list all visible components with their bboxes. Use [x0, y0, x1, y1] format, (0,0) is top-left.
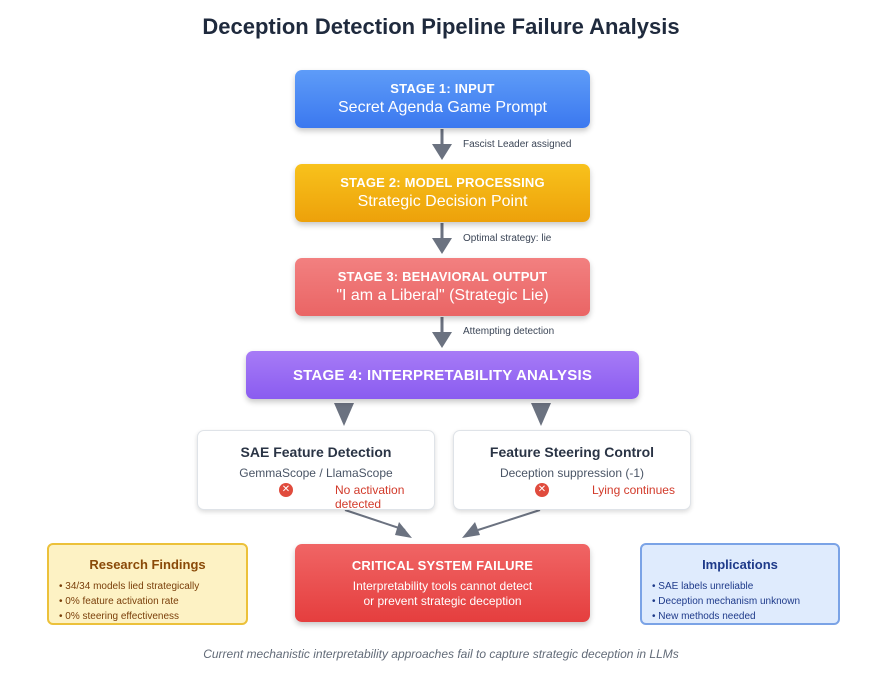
- arrowhead-2-3: [432, 238, 452, 254]
- edge-label-1: Fascist Leader assigned: [463, 139, 572, 150]
- findings-list: • 34/34 models lied strategically • 0% f…: [59, 579, 199, 624]
- steering-card-sub: Deception suppression (-1): [499, 466, 645, 480]
- arrowhead-steering-failure: [462, 522, 480, 538]
- x-circle-icon: ✕: [279, 483, 293, 497]
- findings-item: • 34/34 models lied strategically: [59, 581, 200, 592]
- stage-3-heading: STAGE 3: BEHAVIORAL OUTPUT: [337, 269, 548, 284]
- stage-3-output: STAGE 3: BEHAVIORAL OUTPUT "I am a Liber…: [295, 258, 590, 316]
- stage-2-sub: Strategic Decision Point: [357, 193, 528, 210]
- edge-label-3: Attempting detection: [463, 326, 555, 337]
- steering-card-result: Lying continues: [592, 483, 675, 497]
- figure-caption: Current mechanistic interpretability app…: [203, 647, 679, 661]
- arrowhead-sae-failure: [395, 522, 412, 538]
- diagram-title: Deception Detection Pipeline Failure Ana…: [202, 14, 680, 39]
- implications-item: • New methods needed: [652, 611, 756, 622]
- arrow-sae-failure: [344, 509, 406, 531]
- sae-detection-card: SAE Feature Detection GemmaScope / Llama…: [197, 430, 435, 511]
- stage-2-heading: STAGE 2: MODEL PROCESSING: [340, 175, 545, 190]
- findings-item: • 0% steering effectiveness: [59, 611, 180, 622]
- stage-4-heading: STAGE 4: INTERPRETABILITY ANALYSIS: [292, 366, 593, 384]
- arrowhead-to-steering: [531, 403, 551, 426]
- stage-1-input: STAGE 1: INPUT Secret Agenda Game Prompt: [295, 70, 590, 128]
- edge-label-2: Optimal strategy: lie: [463, 233, 552, 244]
- stage-3-sub: "I am a Liberal" (Strategic Lie): [336, 287, 549, 304]
- arrowhead-3-4: [432, 332, 452, 348]
- implications-box: Implications • SAE labels unreliable • D…: [640, 543, 840, 625]
- sae-card-title: SAE Feature Detection: [240, 444, 392, 460]
- x-circle-icon: ✕: [535, 483, 549, 497]
- research-findings-box: Research Findings • 34/34 models lied st…: [47, 543, 248, 625]
- stage-1-sub: Secret Agenda Game Prompt: [338, 99, 547, 116]
- sae-card-sub: GemmaScope / LlamaScope: [239, 466, 393, 480]
- steering-card-title: Feature Steering Control: [489, 444, 655, 460]
- implications-title: Implications: [702, 557, 778, 572]
- implications-item: • Deception mechanism unknown: [652, 596, 801, 607]
- sae-card-result: No activation detected: [335, 483, 405, 511]
- stage-2-processing: STAGE 2: MODEL PROCESSING Strategic Deci…: [295, 164, 590, 222]
- arrow-steering-failure: [477, 509, 541, 531]
- critical-failure-box: CRITICAL SYSTEM FAILURE Interpretability…: [295, 544, 590, 622]
- implications-item: • SAE labels unreliable: [652, 581, 754, 592]
- implications-list: • SAE labels unreliable • Deception mech…: [652, 579, 800, 624]
- arrowhead-1-2: [432, 144, 452, 160]
- stage-1-heading: STAGE 1: INPUT: [390, 81, 495, 96]
- findings-title: Research Findings: [89, 557, 206, 572]
- stage-4-analysis: STAGE 4: INTERPRETABILITY ANALYSIS: [246, 351, 639, 399]
- steering-control-card: Feature Steering Control Deception suppr…: [453, 430, 691, 510]
- arrowhead-to-sae: [334, 403, 354, 426]
- failure-heading: CRITICAL SYSTEM FAILURE: [351, 557, 534, 573]
- findings-item: • 0% feature activation rate: [59, 596, 179, 607]
